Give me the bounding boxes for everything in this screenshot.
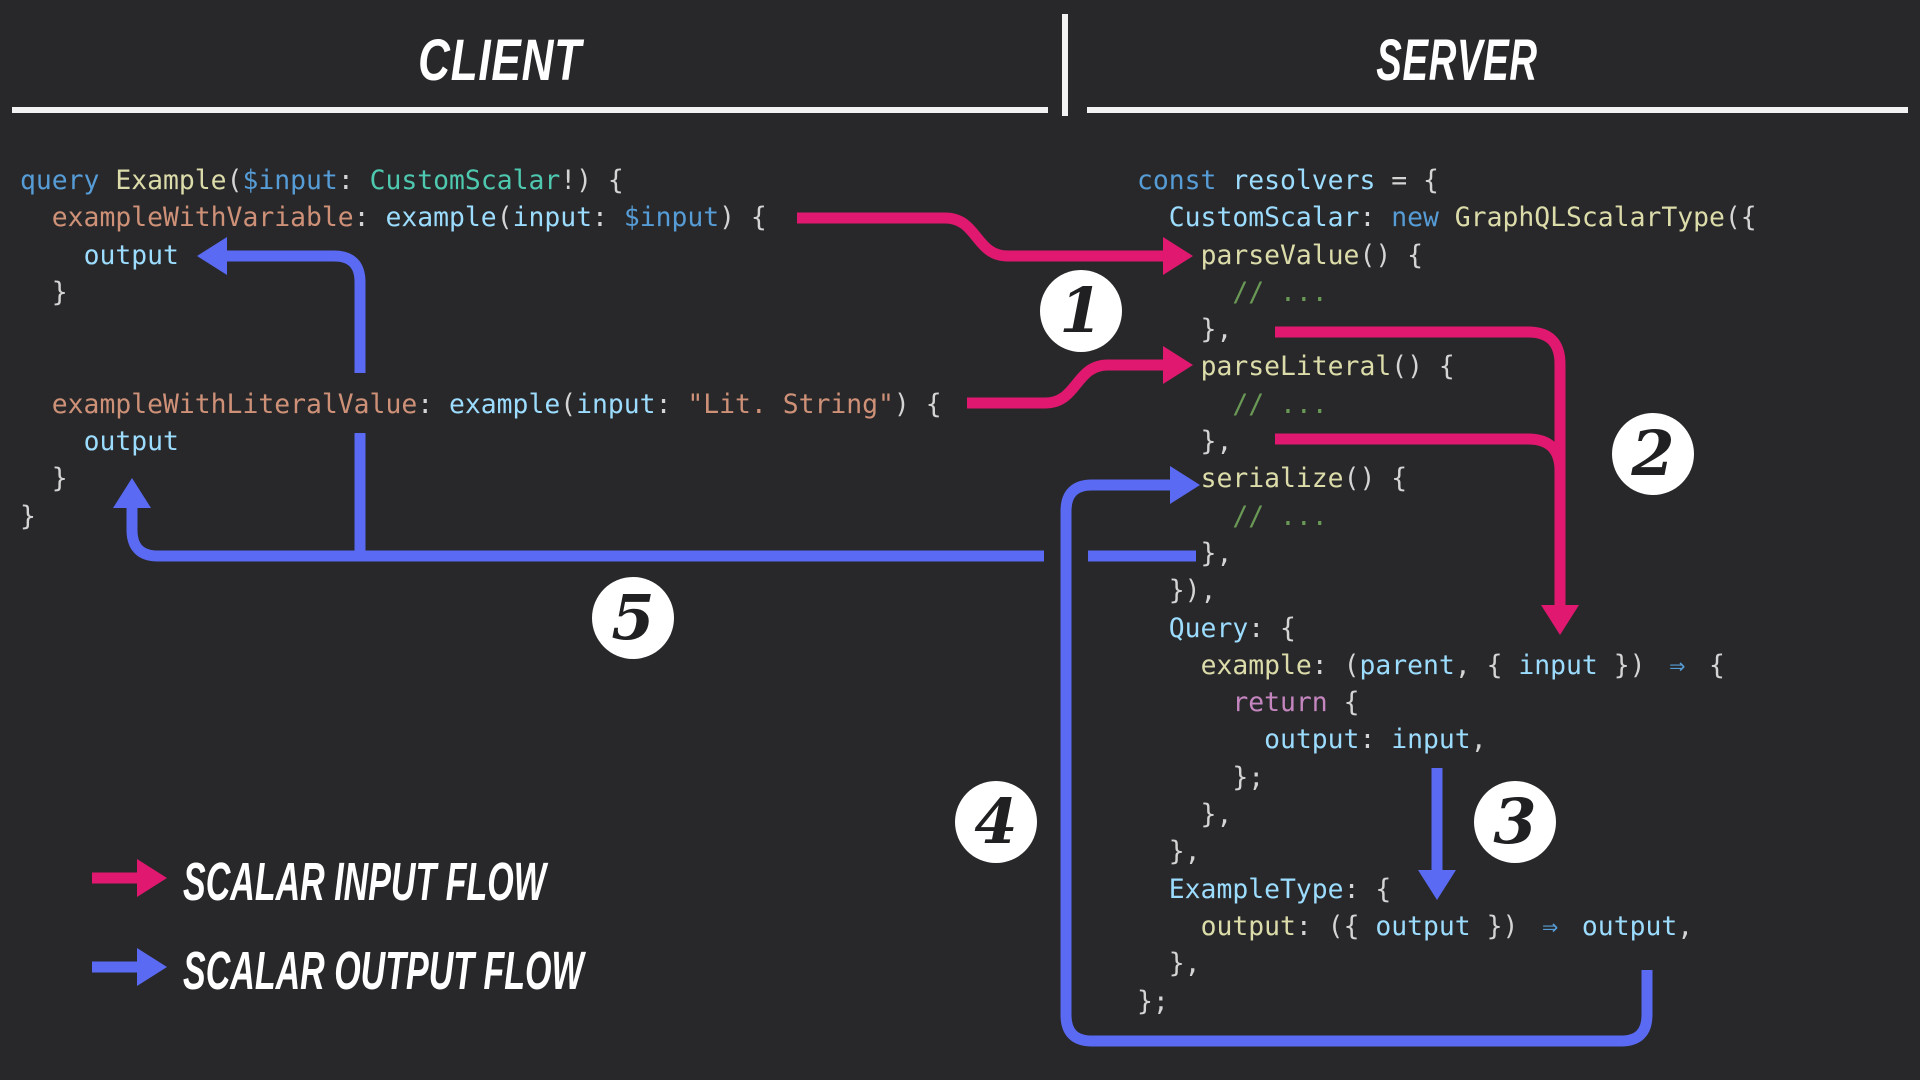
- code-line: },: [1137, 836, 1201, 868]
- code-line: parseValue() {: [1200, 239, 1424, 271]
- badge-step-5: 5: [592, 577, 674, 659]
- code-line: query Example($input: CustomScalar!) {: [20, 165, 624, 196]
- legend-input-flow-label: SCALAR INPUT FLOW: [183, 852, 546, 912]
- output-flow-arrow-exampletype-to-serialize: [1060, 466, 1653, 1047]
- code-line: const resolvers = {: [1137, 165, 1439, 196]
- code-line: // ...: [1232, 388, 1328, 420]
- badge-step-3: 3: [1474, 781, 1556, 863]
- output-flow-arrow-branch-to-first-output: [227, 256, 366, 561]
- code-line: },: [1137, 948, 1201, 980]
- code-line: [20, 311, 942, 348]
- code-line: output: [83, 239, 179, 271]
- code-line: }: [20, 463, 68, 495]
- column-divider: [1062, 14, 1068, 116]
- code-line: exampleWithLiteralValue: example(input: …: [51, 388, 942, 420]
- input-flow-arrow-parseliteral-join: [1275, 433, 1566, 472]
- code-line: }),: [1137, 575, 1217, 607]
- code-line: // ...: [1232, 500, 1328, 532]
- code-line: },: [1137, 426, 1233, 458]
- code-line: CustomScalar: new GraphQLScalarType({: [1168, 202, 1757, 234]
- input-flow-arrow-literal-to-parseliteral: [967, 346, 1193, 409]
- input-flow-arrow-parsevalue-to-example: [1275, 326, 1579, 635]
- output-flow-arrow-serialize-to-client: [132, 508, 1196, 562]
- code-line: };: [1137, 761, 1265, 793]
- badge-step-1: 1: [1040, 270, 1122, 352]
- client-code-block: query Example($input: CustomScalar!) { e…: [20, 162, 942, 535]
- server-column-title: SERVER: [1376, 28, 1538, 93]
- server-code-block: const resolvers = { CustomScalar: new Gr…: [1137, 162, 1757, 1020]
- code-line: example: (parent, { input }) ⇒ {: [1200, 649, 1725, 681]
- code-line: exampleWithVariable: example(input: $inp…: [51, 202, 767, 234]
- code-line: };: [1137, 985, 1169, 1017]
- code-line: }: [20, 276, 68, 308]
- code-line: }: [20, 500, 36, 532]
- code-line: },: [1137, 314, 1233, 346]
- code-line: },: [1137, 799, 1233, 831]
- server-header-rule: [1087, 107, 1908, 113]
- code-line: serialize() {: [1200, 463, 1408, 495]
- code-line: },: [1137, 537, 1233, 569]
- code-line: Query: {: [1168, 612, 1296, 644]
- legend-output-flow-label: SCALAR OUTPUT FLOW: [183, 941, 584, 1001]
- input-flow-arrow-variable-to-parsevalue: [797, 212, 1193, 275]
- badge-step-4: 4: [955, 781, 1037, 863]
- code-line: return {: [1232, 687, 1360, 719]
- code-line: parseLiteral() {: [1200, 351, 1455, 383]
- code-line: output: ({ output }) ⇒ output,: [1200, 910, 1694, 942]
- badge-step-2: 2: [1612, 413, 1694, 495]
- code-line: ExampleType: {: [1168, 873, 1392, 905]
- code-line: output: input,: [1264, 724, 1487, 756]
- code-line: // ...: [1232, 276, 1328, 308]
- code-line: [20, 348, 942, 385]
- code-line: output: [83, 426, 179, 458]
- client-column-title: CLIENT: [418, 28, 582, 93]
- client-header-rule: [12, 107, 1048, 113]
